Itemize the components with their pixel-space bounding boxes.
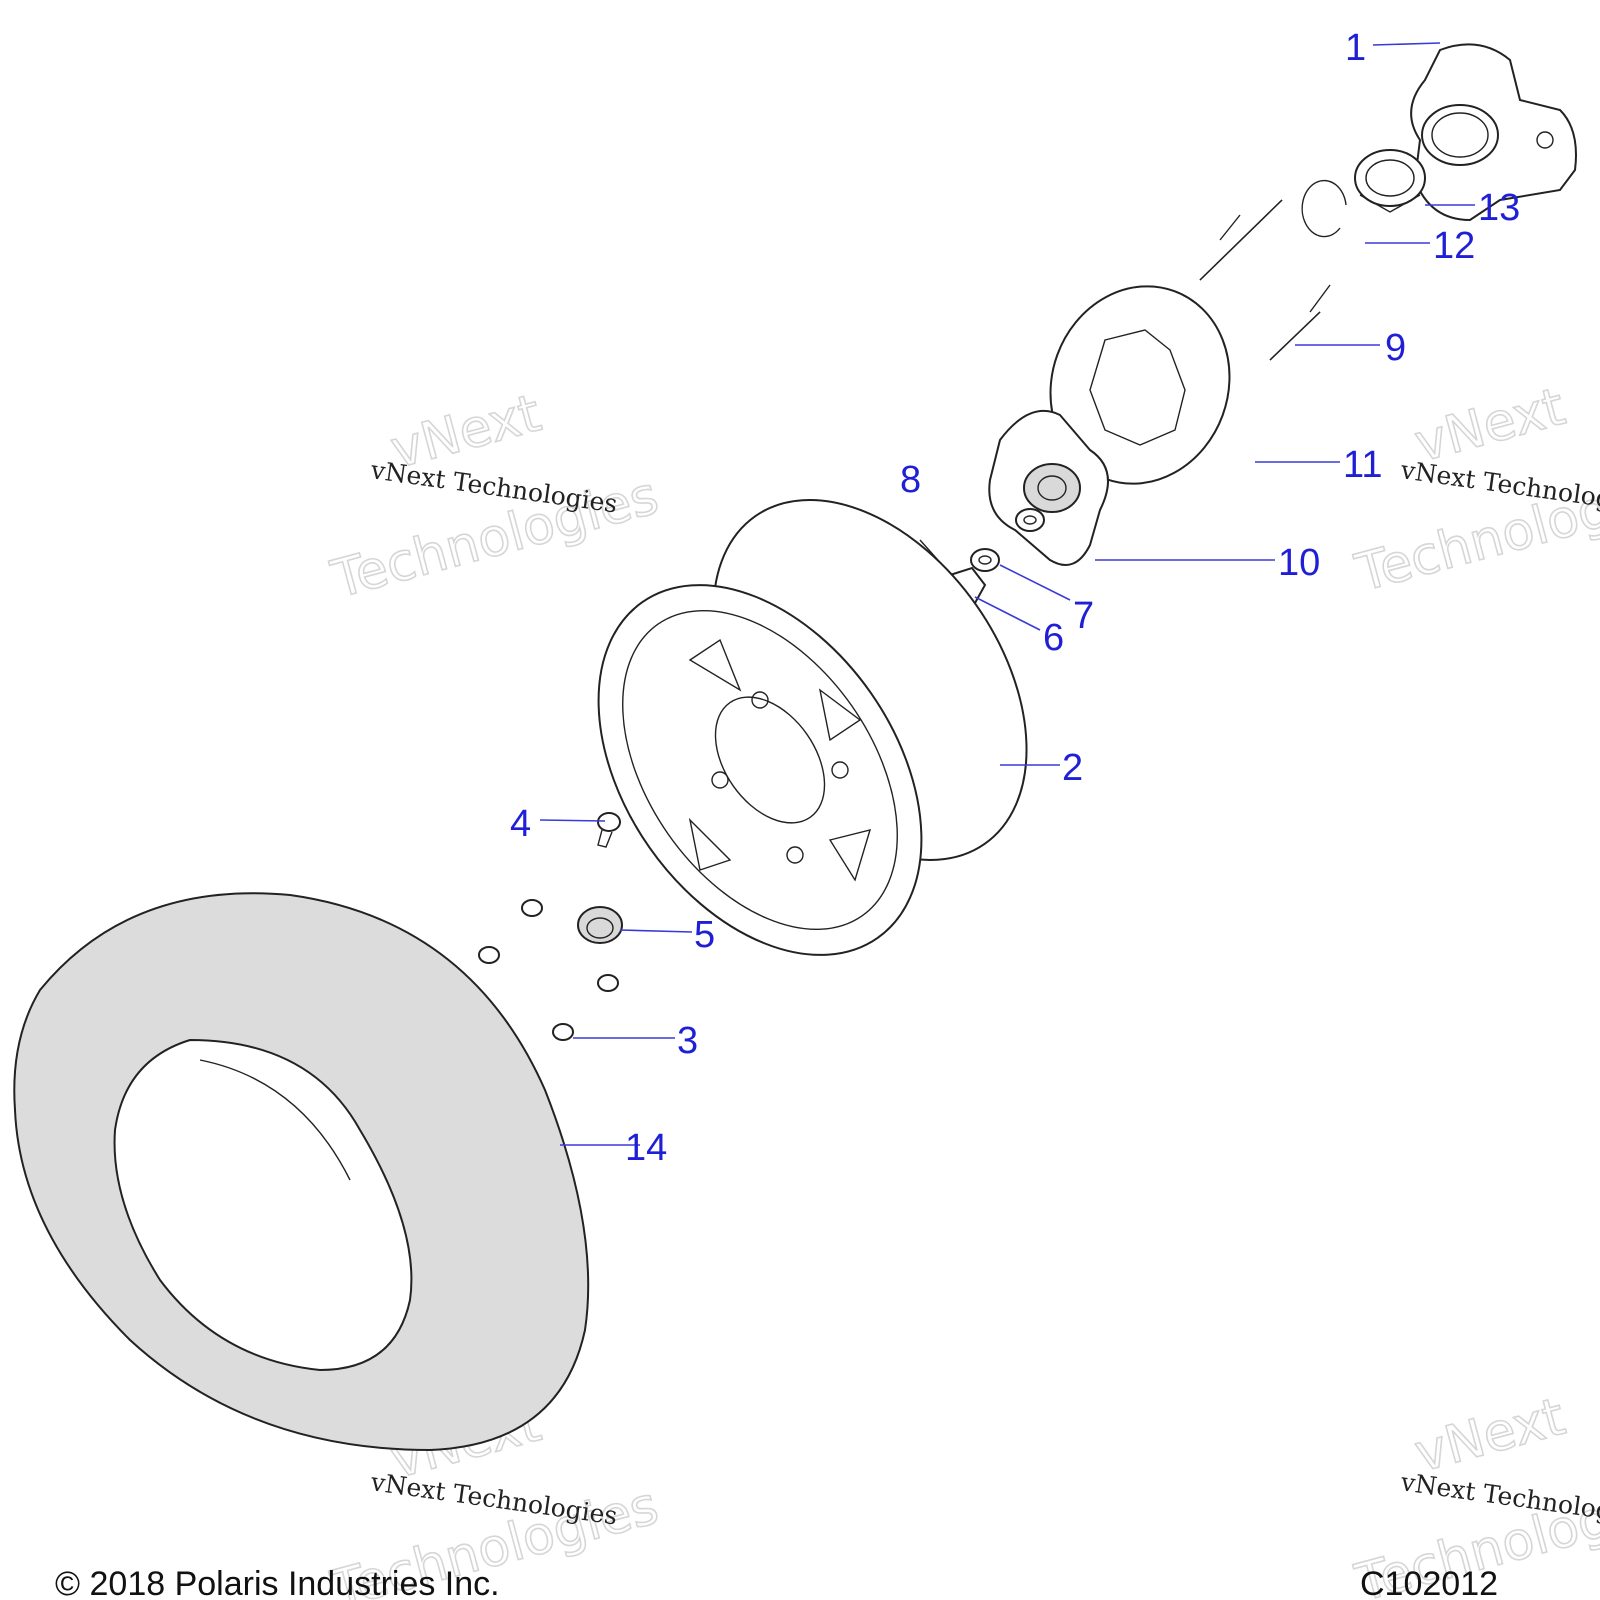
callout-12: 12 xyxy=(1433,225,1475,267)
callout-1: 1 xyxy=(1345,27,1366,69)
callout-14: 14 xyxy=(625,1127,667,1169)
valve-stem-part xyxy=(597,812,621,848)
leader-6 xyxy=(974,596,1041,631)
callout-3: 3 xyxy=(677,1020,698,1062)
snap-ring-part xyxy=(1301,179,1347,238)
callout-6: 6 xyxy=(1043,617,1064,659)
watermark-line1: vNext xyxy=(1409,1387,1571,1484)
lug-nuts-part xyxy=(478,899,619,1041)
callout-9: 9 xyxy=(1385,327,1406,369)
wheel-rim-part xyxy=(597,498,1028,956)
copyright-notice: © 2018 Polaris Industries Inc. xyxy=(55,1565,500,1600)
callout-11: 11 xyxy=(1343,444,1382,486)
bearing-part xyxy=(1354,149,1426,213)
leader-1 xyxy=(1372,42,1441,46)
callout-13: 13 xyxy=(1478,187,1520,229)
leader-4 xyxy=(539,819,606,822)
callout-4: 4 xyxy=(510,803,531,845)
callout-2: 2 xyxy=(1062,747,1083,789)
tire-part xyxy=(13,892,590,1452)
figure-code: C102012 xyxy=(1360,1565,1498,1600)
leader-5 xyxy=(619,929,693,933)
callout-8: 8 xyxy=(900,459,921,501)
center-cap-part xyxy=(577,906,623,944)
knuckle-part xyxy=(1410,43,1577,222)
brake-disc-part xyxy=(1049,285,1231,485)
leader-lines xyxy=(539,42,1475,1146)
callout-7: 7 xyxy=(1073,595,1094,637)
leader-7 xyxy=(999,564,1071,601)
callout-10: 10 xyxy=(1278,542,1320,584)
washer-part xyxy=(970,508,1045,572)
callout-labels: 1 2 3 4 5 6 7 8 9 10 11 12 13 14 xyxy=(510,27,1520,1169)
callout-5: 5 xyxy=(694,914,715,956)
bolts-part xyxy=(1199,199,1331,361)
